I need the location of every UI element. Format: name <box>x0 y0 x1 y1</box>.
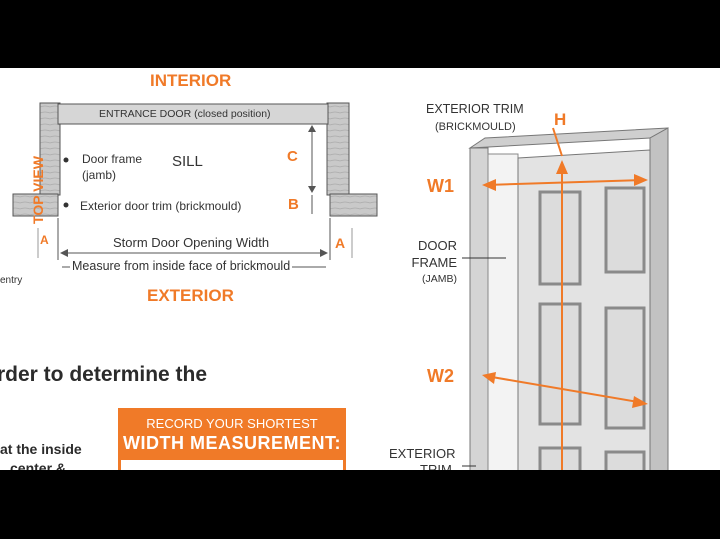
door-panel-6 <box>604 450 646 470</box>
left-brickmould <box>12 193 59 217</box>
right-brickmould <box>329 193 378 217</box>
left-trim <box>469 147 489 470</box>
entrance-door-bar <box>57 103 329 125</box>
door-frame-label-line1: DOOR <box>418 238 457 253</box>
door-panel-5 <box>538 446 582 470</box>
exterior-trim-bottom-1: EXTERIOR <box>389 446 456 461</box>
exterior-label: EXTERIOR <box>147 286 234 305</box>
door-frame-leader-dot <box>63 157 69 163</box>
a-letter-left: A <box>40 233 49 247</box>
door-panel-4 <box>604 306 646 430</box>
entrance-door-label: ENTRANCE DOOR (closed position) <box>99 108 271 120</box>
w2-arrow <box>485 375 645 404</box>
right-trim <box>649 127 669 470</box>
w2-label: W2 <box>427 366 454 386</box>
top-view-side-label: TOP VIEW <box>30 156 46 224</box>
storm-width-label: Storm Door Opening Width <box>111 235 272 250</box>
door-panel-3 <box>538 302 582 426</box>
record-box-input-area <box>121 460 343 470</box>
body-line-2: center & <box>10 460 67 470</box>
door-frame-label-line3: (JAMB) <box>422 273 457 285</box>
measure-note: Measure from inside face of brickmould <box>70 259 293 273</box>
a-letter-right: A <box>335 235 346 251</box>
c-letter: C <box>287 148 298 165</box>
door-panel-1 <box>538 190 582 286</box>
w1-label: W1 <box>427 176 454 196</box>
jamb-opening <box>487 153 519 470</box>
top-view-diagram <box>12 102 378 268</box>
exterior-trim-label: Exterior door trim (brickmould) <box>80 199 242 213</box>
body-heading-fragment: rder to determine the <box>0 363 208 386</box>
body-line-1: at the inside <box>0 441 82 457</box>
b-letter: B <box>288 196 299 213</box>
front-view-diagram <box>462 127 669 470</box>
h-label: H <box>554 110 567 129</box>
exterior-trim-bottom-2: TRIM <box>420 462 452 470</box>
record-box-line-2: WIDTH MEASUREMENT: <box>123 433 341 453</box>
record-measurement-box: RECORD YOUR SHORTEST WIDTH MEASUREMENT: <box>118 408 346 470</box>
door-frame-label-line2: FRAME <box>411 255 458 270</box>
door-panel-2 <box>604 186 646 274</box>
door-frame-label-1: Door frame <box>82 152 143 166</box>
trim-leader-dot <box>63 202 69 208</box>
exterior-trim-top-1: EXTERIOR TRIM <box>426 102 524 116</box>
w1-arrow <box>485 179 645 186</box>
interior-label: INTERIOR <box>150 71 232 90</box>
instruction-graphic: INTERIOR TOP VIEW ENTRANCE DOOR (closed … <box>0 68 720 470</box>
right-jamb <box>326 102 350 196</box>
sill-label: SILL <box>172 153 203 170</box>
record-box-line-1: RECORD YOUR SHORTEST <box>146 416 318 431</box>
exterior-trim-top-2: (BRICKMOULD) <box>435 121 516 133</box>
cut-text: entry <box>0 275 23 286</box>
door-frame-label-2: (jamb) <box>82 168 117 182</box>
